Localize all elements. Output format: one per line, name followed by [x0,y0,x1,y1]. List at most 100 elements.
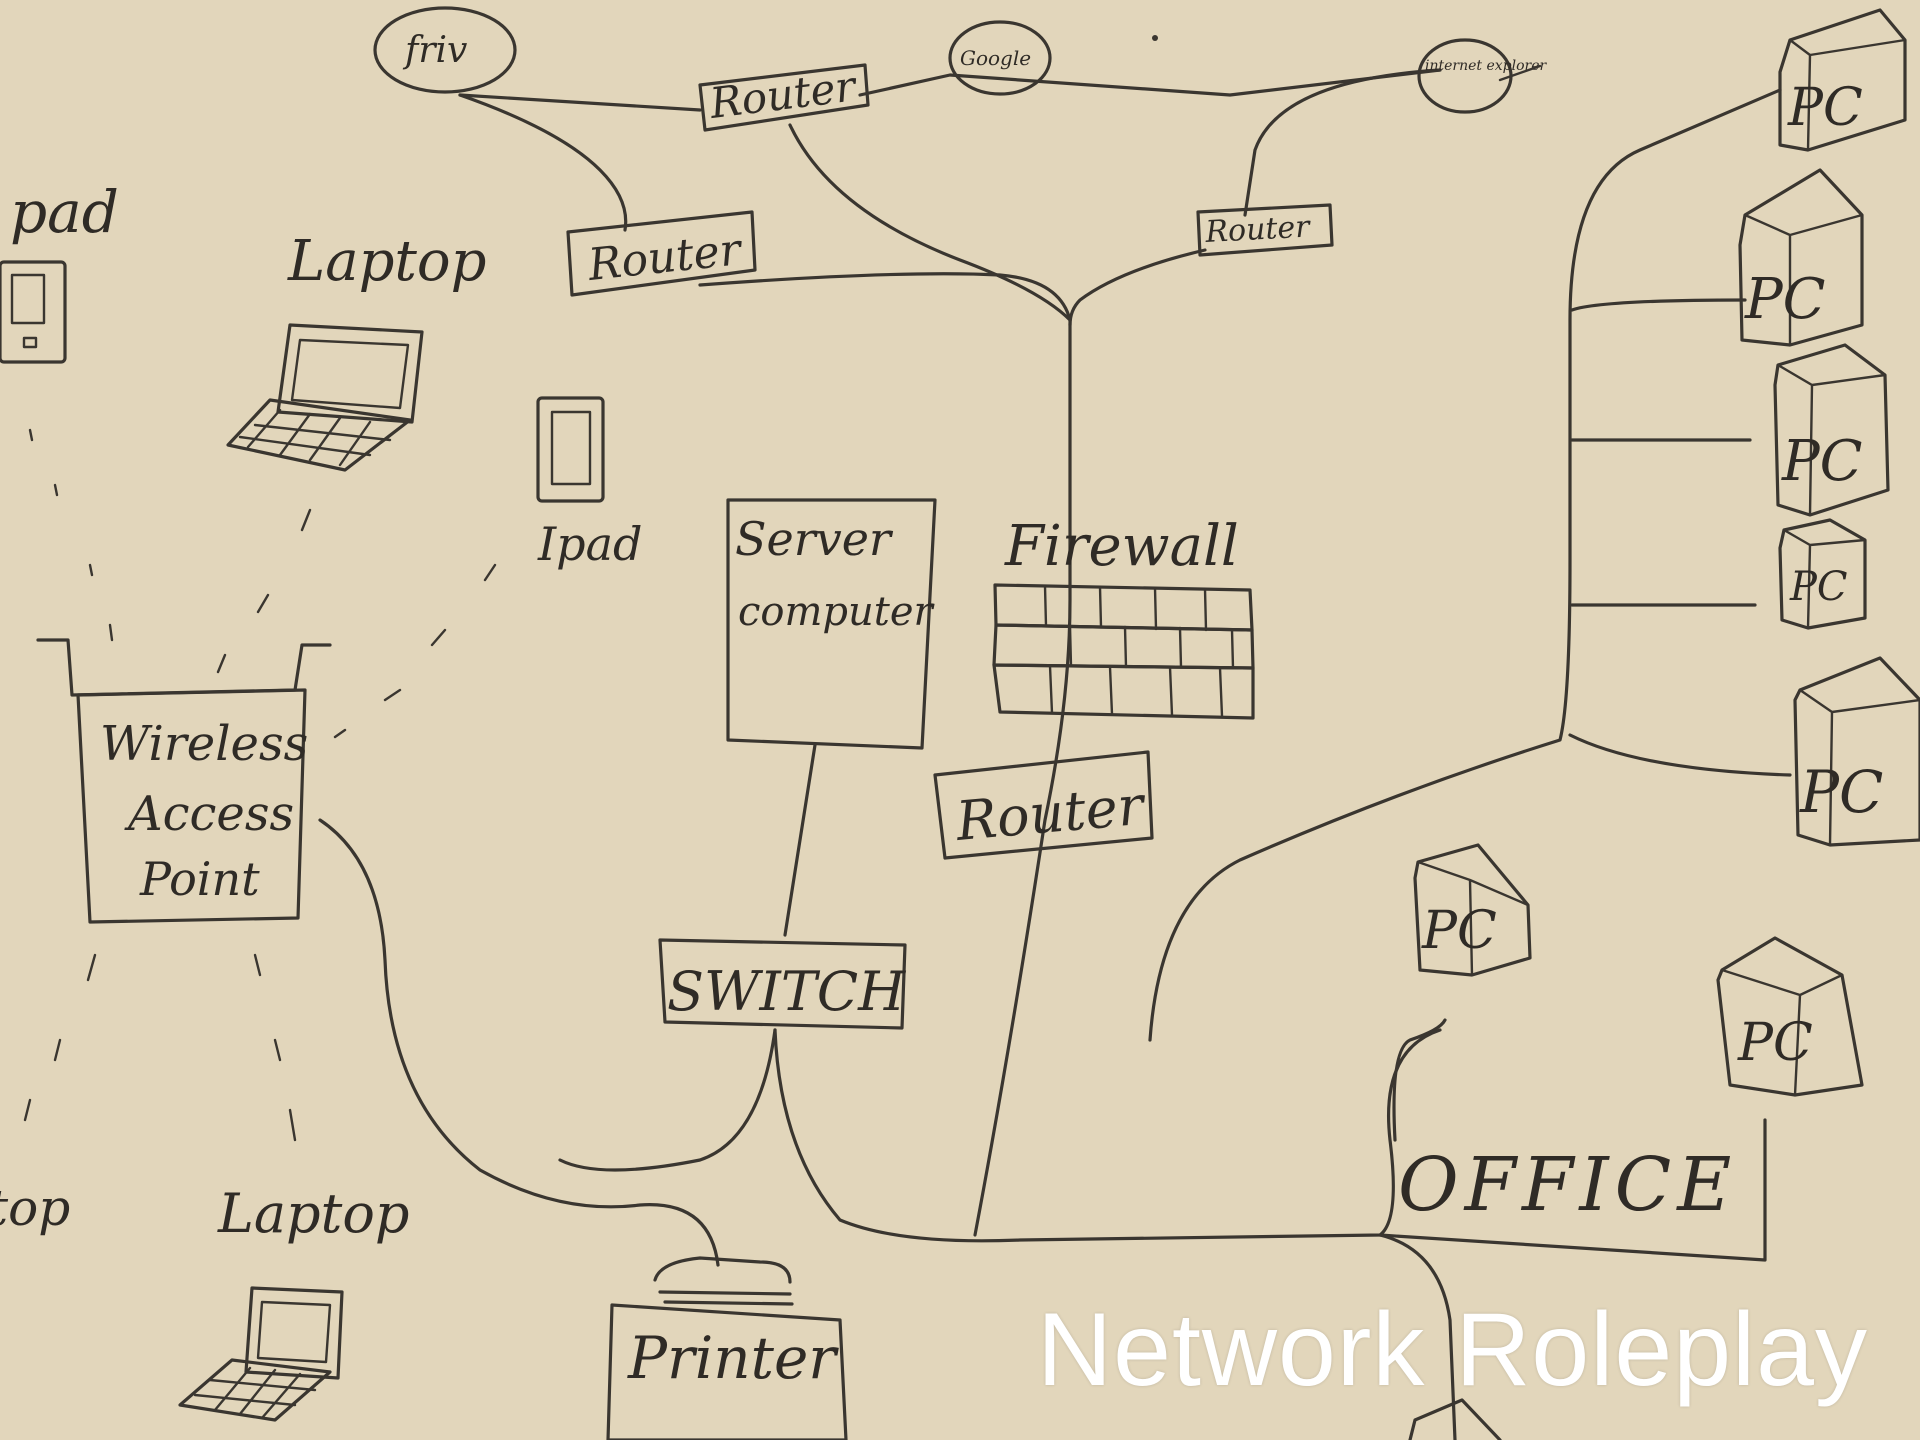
wire-router-to-hub [788,123,1072,322]
laptop-bottom-left: top [0,1179,70,1237]
wire-top-backbone [858,68,1442,97]
connection-lines [318,68,1792,1440]
printer-label: Printer [627,1324,839,1392]
firewall: Firewall [992,514,1255,720]
wire-server-switch [783,743,817,937]
pc-4-tower [1778,518,1867,630]
pc-1-label: PC [1787,78,1863,138]
pc-3-label: PC [1781,429,1863,494]
ink-dot [1152,35,1158,41]
brick-row-1 [993,583,1254,632]
friv-oval [373,6,517,94]
laptop-bottom-keys [193,1366,317,1420]
router-right-box [1196,203,1334,257]
ipad-middle-screen [550,410,592,486]
pc-5-edges [1798,688,1920,847]
pc-6-tower [1413,843,1532,977]
ap-box [76,688,307,924]
wire-ap-printer [318,818,720,1267]
pc-2: PC [1738,168,1864,347]
network-switch: SWITCH [658,938,907,1030]
laptop-top-label: Laptop [287,229,487,294]
wire-router-left-hub [698,272,1072,322]
pc-3-tower [1773,343,1890,517]
wifi-link-ipad-2 [333,563,497,739]
ipad-top-left: pad [0,178,119,364]
pc-2-edges [1743,213,1864,347]
pc-5: PC [1793,656,1920,847]
ap-label-wireless: Wireless [100,716,308,772]
ap-label-point: Point [139,852,260,906]
switch-box [658,938,907,1030]
printer: Printer [606,1256,848,1440]
ie-scribble [1498,64,1542,82]
laptop-bottom-screen [244,1286,344,1380]
wire-pc-2 [1570,298,1747,312]
office-label: OFFICE [1398,1142,1737,1228]
pc-6-edges [1416,860,1530,977]
printer-tray [658,1290,794,1306]
website-google: Google [948,20,1052,96]
pc-4-label: PC [1789,564,1848,610]
pc-6: PC [1413,843,1532,977]
wire-office-pc [1392,1018,1447,1142]
switch-label: SWITCH [667,960,906,1023]
router-right-label: Router [1204,210,1312,251]
router-top-label: Router [706,61,861,128]
firewall-label: Firewall [1004,514,1239,579]
pc-7: PC [1716,936,1864,1097]
firewall-brick-wall [992,583,1255,720]
router-top-box [698,63,870,132]
server-computer: Server computer [726,498,937,750]
laptop-bottom-display [256,1300,332,1364]
ipad-middle: Ipad [536,396,643,571]
pc-7-edges [1720,968,1844,1097]
laptop-top: Laptop [226,229,487,472]
wire-pc-bus [1148,88,1782,1042]
printer-top [653,1256,792,1284]
pc-1-edges [1788,38,1907,152]
pc-7-tower [1716,936,1864,1097]
wire-switch-down [558,1028,777,1172]
pc-2-label: PC [1744,267,1826,332]
ipad-top-left-button [22,336,38,349]
wire-switch-office [773,1028,1442,1243]
wire-friv-router [458,93,628,232]
wire-router-hub-right [1068,248,1207,327]
ipad-middle-label: Ipad [537,517,643,571]
pc-1-tower [1778,8,1907,152]
router-right: Router [1196,203,1334,257]
ipad-top-left-screen [10,273,46,325]
wifi-link-laptop-bottom [253,953,297,1142]
brick-row-3 [992,663,1255,720]
wire-pc-5 [1568,733,1792,777]
wifi-link-laptop-left [23,953,97,1122]
pc-8-tower-partial [1408,1398,1502,1440]
laptop-top-keys [238,408,392,467]
google-label: Google [960,46,1031,70]
wire-firewall-trunk [973,318,1072,1237]
laptop-bottom-keyboard [178,1358,332,1422]
pc-8 [1408,1398,1502,1440]
wireless-access-point: Wireless Access Point [36,638,332,924]
pc-5-tower [1793,656,1920,847]
server-label: Server [735,512,894,566]
printer-box [606,1303,848,1440]
brick-row-2 [992,623,1255,670]
website-internet-explorer: internet explorer [1417,38,1548,114]
router-lower-box [933,750,1154,860]
laptop-top-keyboard [226,398,412,472]
router-left-box [566,210,757,297]
wire-office-down [1378,1233,1457,1440]
pc-4-edges [1782,528,1867,630]
router-top: Router [698,61,870,132]
pc-1: PC [1778,8,1907,152]
ap-antennas [36,638,332,697]
wire-friv-router-top [458,93,702,112]
laptop-top-screen [276,323,424,424]
slide-caption: Network Roleplay [1037,1292,1868,1408]
router-lower: Router [933,750,1154,860]
wire-ie-router [1243,68,1442,217]
laptop-bottom-left-label: top [0,1179,70,1237]
